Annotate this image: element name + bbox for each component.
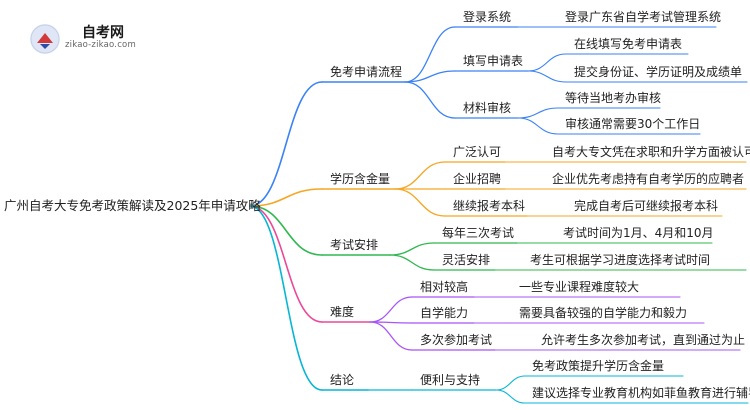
leaf-exemption-value: 免考政策提升学历含金量 (532, 359, 665, 373)
child-connector (369, 321, 413, 351)
branch-diploma-value: 学历含金量 (330, 172, 391, 186)
leaf-continue-bachelor: 完成自考后可继续报考本科 (574, 199, 719, 213)
node-material-review: 材料审核 (463, 101, 512, 115)
node-fill-form: 填写申请表 (463, 54, 524, 68)
logo-subtitle: zikao-zikao.com (65, 40, 136, 50)
branch-exemption-process: 免考申请流程 (330, 65, 403, 79)
branch-exam-schedule: 考试安排 (330, 238, 379, 252)
branch-connector (249, 81, 323, 207)
branch-connector (249, 188, 323, 207)
branch-connector (249, 205, 323, 256)
node-recruitment: 企业招聘 (453, 172, 502, 186)
child-connector (404, 70, 456, 83)
leaf-connector (527, 70, 567, 83)
leaf-multiple-attempts: 允许考生多次参加考试，直到通过为止 (541, 333, 746, 347)
leaf-connector (517, 107, 559, 119)
logo-icon (30, 24, 60, 54)
leaf-self-study: 需要具备较强的自学能力和毅力 (519, 306, 688, 320)
node-widely-recognized: 广泛认可 (453, 145, 502, 159)
child-connector (394, 161, 446, 190)
leaf-connector (517, 117, 559, 135)
leaf-online-form: 在线填写免考申请表 (574, 37, 683, 51)
branch-conclusion: 结论 (330, 373, 355, 387)
branch-connector (249, 205, 323, 391)
node-login-system: 登录系统 (463, 10, 512, 24)
leaf-course-difficulty: 一些专业课程难度较大 (519, 280, 640, 294)
leaf-review-days: 审核通常需要30个工作日 (565, 117, 701, 131)
child-connector (369, 296, 413, 323)
logo-title: 自考网 (82, 25, 124, 41)
root-topic: 广州自考大专免考政策解读及2025年申请攻略 (4, 198, 261, 213)
leaf-recruitment-priority: 企业优先考虑持有自考学历的应聘者 (552, 172, 745, 186)
leaf-exam-months: 考试时间为1月、4月和10月 (563, 226, 714, 240)
node-three-exams: 每年三次考试 (442, 226, 515, 240)
leaf-flexible-time: 考生可根据学习进度选择考试时间 (530, 253, 711, 267)
child-connector (404, 26, 456, 83)
node-self-study: 自学能力 (420, 306, 469, 320)
node-flexible: 灵活安排 (442, 253, 491, 267)
branch-connector (249, 205, 323, 323)
child-connector (404, 81, 456, 119)
leaf-institution-advice: 建议选择专业教育机构如菲鱼教育进行辅导 (532, 386, 750, 400)
node-continue-bachelor: 继续报考本科 (453, 199, 526, 213)
leaf-connector (495, 389, 526, 404)
node-convenience-support: 便利与支持 (420, 373, 481, 387)
node-relatively-high: 相对较高 (420, 280, 469, 294)
child-connector (389, 254, 435, 271)
leaf-wait-review: 等待当地考办审核 (565, 91, 662, 105)
leaf-connector (495, 375, 526, 391)
child-connector (394, 188, 446, 217)
leaf-recognized-jobs: 自考大专文凭在求职和升学方面被认可 (552, 145, 750, 159)
leaf-submit-documents: 提交身份证、学历证明及成绩单 (574, 65, 743, 79)
leaf-connector (527, 53, 567, 72)
branch-difficulty: 难度 (330, 305, 355, 319)
child-connector (389, 242, 435, 256)
node-multiple-attempts: 多次参加考试 (420, 333, 493, 347)
leaf-login-guangdong: 登录广东省自学考试管理系统 (565, 10, 722, 24)
